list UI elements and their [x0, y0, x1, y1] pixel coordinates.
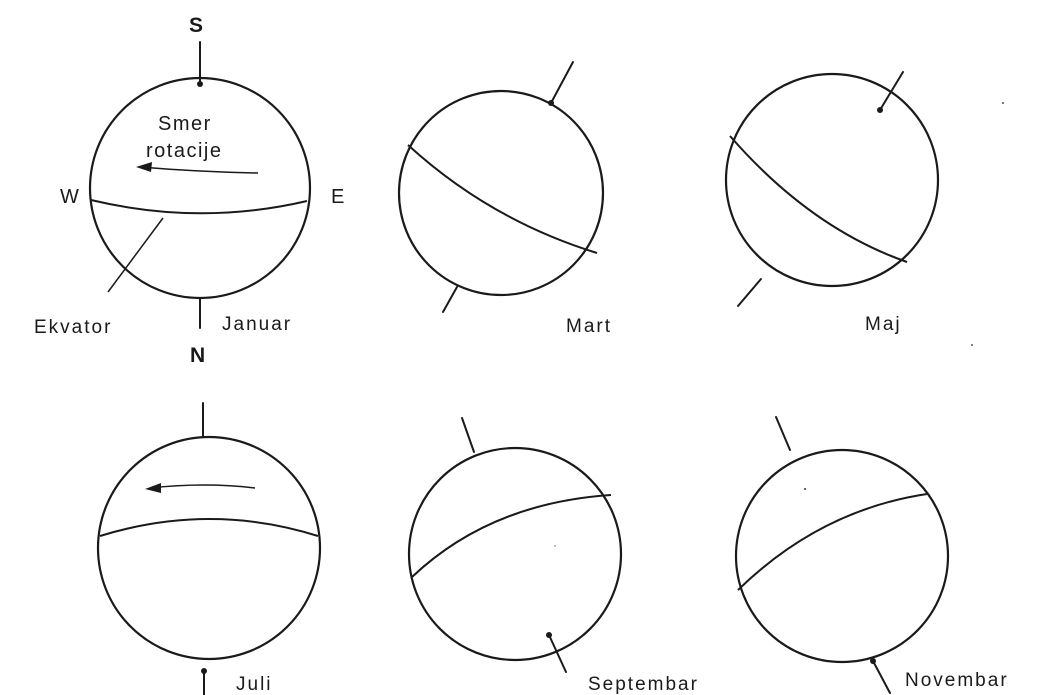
direction-west-label: W [60, 186, 79, 208]
globe-march-axis-bottom [443, 287, 457, 312]
month-label-january: Januar [222, 314, 292, 335]
globe-july [98, 403, 320, 695]
globe-may-equator [730, 136, 907, 262]
direction-east-label: E [331, 186, 344, 208]
globe-may-axis-bottom [738, 279, 761, 306]
month-label-november: Novembar [905, 670, 1009, 691]
month-label-march: Mart [566, 316, 612, 337]
direction-north-label: N [190, 344, 205, 367]
globe-january [90, 42, 310, 328]
rotation-arrowhead [136, 162, 152, 172]
globe-may-pole-dot [877, 107, 883, 113]
globe-november-axis-bottom [873, 661, 890, 693]
globe-november-equator [738, 494, 927, 590]
month-label-september: Septembar [588, 674, 699, 695]
globe-march-equator [408, 145, 597, 253]
july-rotation-arrowhead [145, 483, 161, 493]
globe-january-pole-dot [197, 81, 203, 87]
globe-july-outline [98, 437, 320, 659]
direction-south-label: S [189, 14, 203, 37]
globe-july-equator [100, 519, 318, 536]
globe-november-axis-top [776, 417, 790, 450]
globe-march-pole-dot [548, 100, 554, 106]
month-label-may: Maj [865, 314, 902, 335]
globe-september-axis-top [462, 418, 474, 452]
globe-march-axis-top [551, 62, 573, 103]
ekvator-pointer-line [108, 218, 163, 292]
rotation-label-line2: rotacije [146, 140, 222, 162]
rotation-arrow [140, 167, 258, 173]
globe-march [399, 62, 603, 312]
globe-may-axis-top [880, 72, 903, 110]
july-rotation-arrow [150, 485, 255, 488]
globe-may [726, 72, 938, 306]
globe-september-equator [412, 495, 611, 577]
rotation-label-line1: Smer [158, 113, 212, 135]
month-label-july: Juli [236, 674, 273, 695]
globe-january-outline [90, 78, 310, 298]
globe-november-outline [736, 450, 948, 662]
speck [804, 488, 806, 490]
globe-march-outline [399, 91, 603, 295]
globe-september [409, 418, 621, 672]
speck [971, 344, 973, 346]
globe-january-equator [91, 200, 307, 213]
globe-november [736, 417, 948, 693]
equator-label: Ekvator [34, 317, 112, 338]
globe-may-outline [726, 74, 938, 286]
speck [554, 545, 556, 547]
speck [1002, 102, 1004, 104]
